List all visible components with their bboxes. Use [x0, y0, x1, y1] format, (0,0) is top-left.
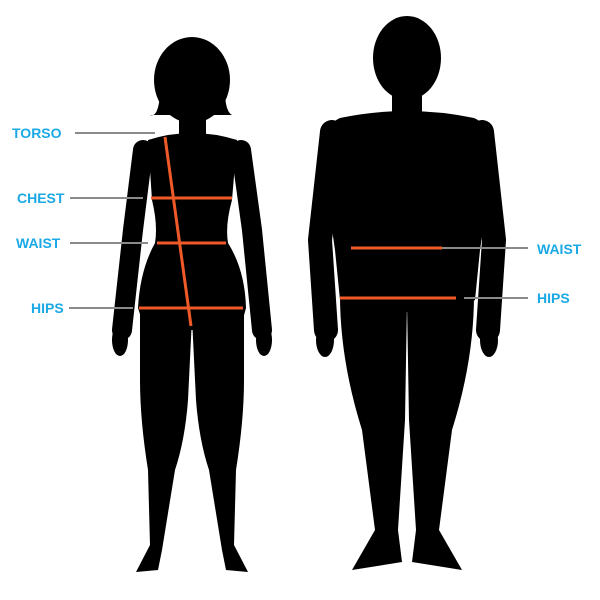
- female-waist-label: WAIST: [16, 235, 61, 251]
- male-hips-label: HIPS: [537, 290, 570, 306]
- torso-measure-line: [163, 136, 193, 327]
- female-chest-label: CHEST: [17, 190, 65, 206]
- male-waist-label: WAIST: [537, 241, 582, 257]
- female-hips-label: HIPS: [31, 300, 64, 316]
- female-torso-label: TORSO: [12, 125, 62, 141]
- male-silhouette: [308, 16, 506, 570]
- female-silhouette: [112, 37, 272, 572]
